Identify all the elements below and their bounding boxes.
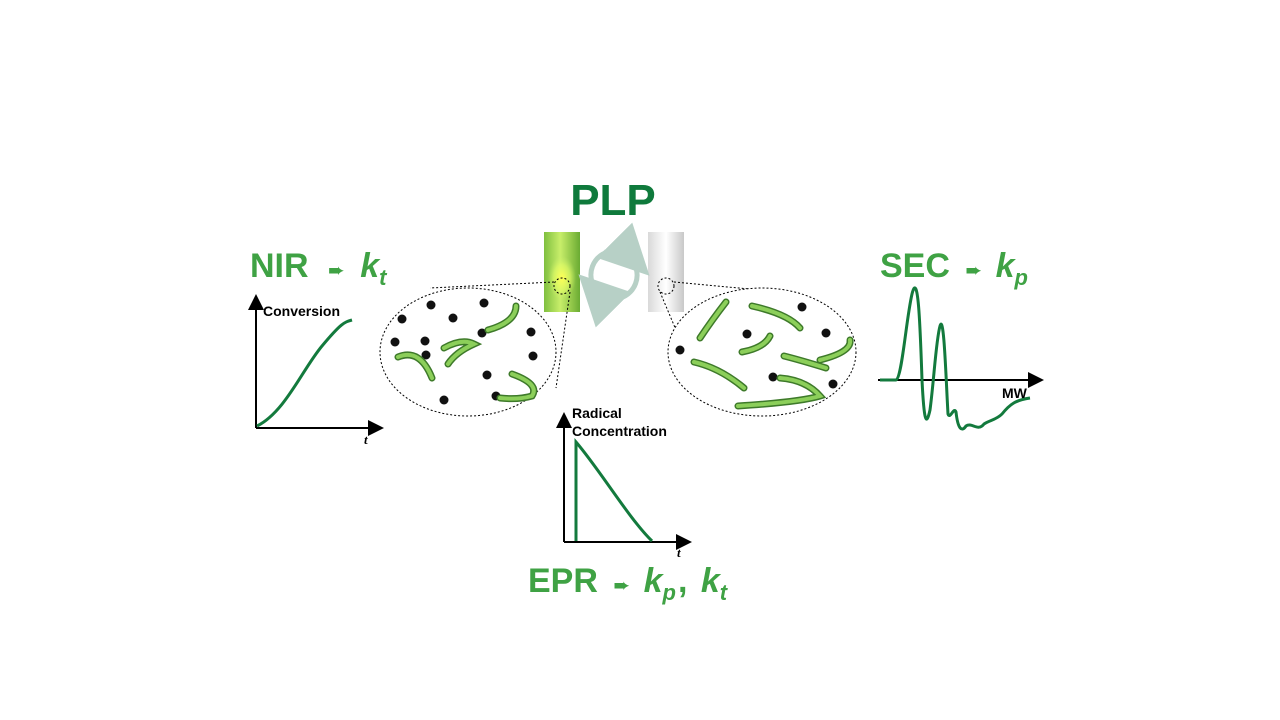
- radical-decay-curve: [574, 437, 654, 543]
- plp-title: PLP: [570, 176, 656, 225]
- epr-t-label: t: [677, 545, 681, 560]
- zoom-right: [667, 287, 857, 417]
- conversion-label: Conversion: [263, 303, 340, 319]
- dark-tube: [648, 232, 684, 312]
- mw-label: MW: [1002, 385, 1028, 401]
- sec-plot: MW: [878, 286, 1044, 431]
- cycle-arrows-icon: [578, 222, 650, 328]
- chains-right: [690, 298, 854, 410]
- conversion-curve: [256, 318, 353, 428]
- nir-block: NIR ➨ kt Conversion t: [248, 247, 388, 447]
- radicals-right: [675, 302, 838, 389]
- sec-curve: [880, 286, 1031, 431]
- nir-t-label: t: [364, 432, 368, 447]
- zoom-lines: [429, 281, 761, 389]
- epr-heading: EPR ➨ kp, kt: [528, 562, 729, 605]
- nir-heading: NIR ➨ kt: [250, 247, 388, 290]
- epr-plot: Radical Concentration t: [556, 405, 692, 560]
- sec-block: SEC ➨ kp MW: [878, 247, 1044, 431]
- sec-heading: SEC ➨ kp: [880, 247, 1028, 290]
- zoom-left: [379, 287, 557, 417]
- nir-plot: Conversion t: [248, 294, 384, 447]
- radicals-left: [390, 298, 538, 405]
- epr-block: Radical Concentration t EPR ➨ kp, kt: [528, 405, 729, 605]
- laser-tube: [544, 232, 580, 312]
- radical-label: Radical Concentration: [572, 405, 667, 439]
- chains-left: [394, 302, 538, 403]
